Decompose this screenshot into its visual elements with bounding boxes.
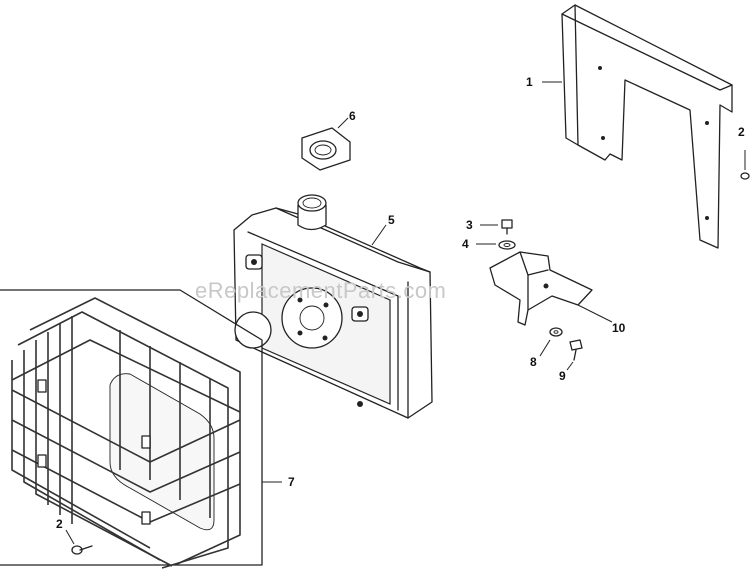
callout-7: 7 — [288, 475, 295, 489]
screw-upper — [740, 150, 750, 180]
muffler-bracket — [489, 251, 613, 326]
callout-2-lower: 2 — [56, 517, 63, 531]
callout-8: 8 — [530, 355, 537, 369]
callout-10: 10 — [612, 321, 626, 335]
muffler — [233, 194, 433, 419]
callout-4: 4 — [462, 237, 469, 251]
washer-and-bolt-lower — [539, 327, 583, 371]
spark-arrester-screen — [0, 289, 282, 569]
callout-1: 1 — [526, 75, 533, 89]
heat-shield-plate — [561, 4, 733, 249]
callout-6: 6 — [349, 109, 356, 123]
callout-9: 9 — [559, 369, 566, 383]
clamp — [301, 117, 351, 171]
callout-2-upper: 2 — [738, 125, 745, 139]
callout-3: 3 — [466, 218, 473, 232]
screw-lower — [65, 529, 93, 555]
bolt-and-washer — [476, 219, 516, 250]
callout-5: 5 — [388, 213, 395, 227]
watermark: eReplacementParts.com — [195, 278, 446, 303]
